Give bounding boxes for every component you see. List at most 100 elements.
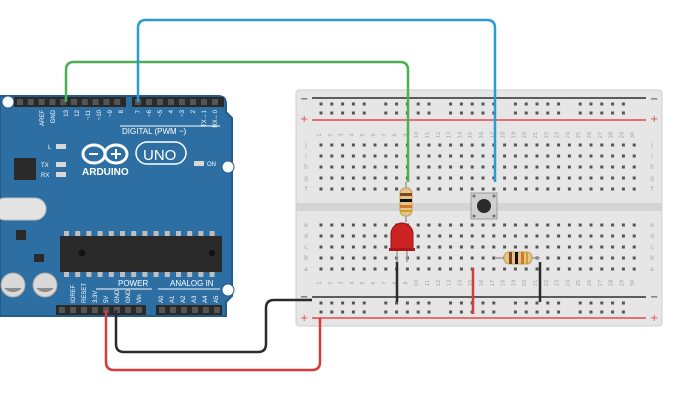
terminal-hole[interactable] xyxy=(567,143,571,147)
terminal-hole[interactable] xyxy=(470,165,474,169)
terminal-hole[interactable] xyxy=(459,176,463,180)
terminal-hole[interactable] xyxy=(373,187,377,191)
terminal-hole[interactable] xyxy=(341,256,345,260)
terminal-hole[interactable] xyxy=(341,245,345,249)
rail-hole[interactable] xyxy=(341,310,345,314)
rail-hole[interactable] xyxy=(459,102,463,106)
rail-hole[interactable] xyxy=(513,310,517,314)
terminal-hole[interactable] xyxy=(578,234,582,238)
breadboard-holes[interactable] xyxy=(319,102,636,314)
terminal-hole[interactable] xyxy=(449,154,453,158)
terminal-hole[interactable] xyxy=(416,223,420,227)
terminal-hole[interactable] xyxy=(557,256,561,260)
terminal-hole[interactable] xyxy=(513,154,517,158)
terminal-hole[interactable] xyxy=(535,234,539,238)
terminal-hole[interactable] xyxy=(384,256,388,260)
terminal-hole[interactable] xyxy=(341,187,345,191)
terminal-hole[interactable] xyxy=(567,223,571,227)
terminal-hole[interactable] xyxy=(600,256,604,260)
rail-hole[interactable] xyxy=(319,310,323,314)
rail-hole[interactable] xyxy=(416,111,420,115)
terminal-hole[interactable] xyxy=(330,187,334,191)
terminal-hole[interactable] xyxy=(459,267,463,271)
terminal-hole[interactable] xyxy=(524,154,528,158)
terminal-hole[interactable] xyxy=(427,245,431,249)
terminal-hole[interactable] xyxy=(611,187,615,191)
terminal-hole[interactable] xyxy=(373,223,377,227)
terminal-hole[interactable] xyxy=(632,256,636,260)
terminal-hole[interactable] xyxy=(503,154,507,158)
terminal-hole[interactable] xyxy=(600,223,604,227)
terminal-hole[interactable] xyxy=(589,143,593,147)
terminal-hole[interactable] xyxy=(330,223,334,227)
terminal-hole[interactable] xyxy=(513,223,517,227)
terminal-hole[interactable] xyxy=(459,223,463,227)
terminal-hole[interactable] xyxy=(373,245,377,249)
terminal-hole[interactable] xyxy=(416,176,420,180)
rail-hole[interactable] xyxy=(470,102,474,106)
terminal-hole[interactable] xyxy=(621,245,625,249)
terminal-hole[interactable] xyxy=(362,234,366,238)
terminal-hole[interactable] xyxy=(330,245,334,249)
header-pin[interactable] xyxy=(192,307,198,313)
header-pin[interactable] xyxy=(179,99,185,105)
rail-hole[interactable] xyxy=(589,102,593,106)
terminal-hole[interactable] xyxy=(416,165,420,169)
terminal-hole[interactable] xyxy=(427,267,431,271)
rail-hole[interactable] xyxy=(481,111,485,115)
terminal-hole[interactable] xyxy=(632,176,636,180)
terminal-hole[interactable] xyxy=(351,187,355,191)
terminal-hole[interactable] xyxy=(546,234,550,238)
terminal-hole[interactable] xyxy=(621,154,625,158)
terminal-hole[interactable] xyxy=(600,245,604,249)
terminal-hole[interactable] xyxy=(319,267,323,271)
terminal-hole[interactable] xyxy=(341,154,345,158)
rail-hole[interactable] xyxy=(513,111,517,115)
terminal-hole[interactable] xyxy=(341,267,345,271)
terminal-hole[interactable] xyxy=(341,234,345,238)
rail-hole[interactable] xyxy=(362,111,366,115)
terminal-hole[interactable] xyxy=(481,267,485,271)
rail-hole[interactable] xyxy=(600,111,604,115)
terminal-hole[interactable] xyxy=(492,234,496,238)
rail-hole[interactable] xyxy=(513,301,517,305)
terminal-hole[interactable] xyxy=(621,267,625,271)
terminal-hole[interactable] xyxy=(395,176,399,180)
terminal-hole[interactable] xyxy=(470,154,474,158)
header-pin[interactable] xyxy=(92,307,98,313)
terminal-hole[interactable] xyxy=(449,256,453,260)
terminal-hole[interactable] xyxy=(373,154,377,158)
terminal-hole[interactable] xyxy=(535,267,539,271)
terminal-hole[interactable] xyxy=(384,143,388,147)
rail-hole[interactable] xyxy=(362,102,366,106)
terminal-hole[interactable] xyxy=(600,187,604,191)
terminal-hole[interactable] xyxy=(481,187,485,191)
terminal-hole[interactable] xyxy=(557,245,561,249)
terminal-hole[interactable] xyxy=(449,223,453,227)
terminal-hole[interactable] xyxy=(438,234,442,238)
terminal-hole[interactable] xyxy=(513,187,517,191)
terminal-hole[interactable] xyxy=(567,187,571,191)
header-pin[interactable] xyxy=(17,99,23,105)
rail-hole[interactable] xyxy=(513,102,517,106)
terminal-hole[interactable] xyxy=(416,245,420,249)
terminal-hole[interactable] xyxy=(589,245,593,249)
rail-hole[interactable] xyxy=(524,301,528,305)
rail-hole[interactable] xyxy=(459,111,463,115)
terminal-hole[interactable] xyxy=(319,223,323,227)
rail-hole[interactable] xyxy=(427,310,431,314)
terminal-hole[interactable] xyxy=(395,143,399,147)
terminal-hole[interactable] xyxy=(330,267,334,271)
rail-hole[interactable] xyxy=(459,301,463,305)
terminal-hole[interactable] xyxy=(492,245,496,249)
terminal-hole[interactable] xyxy=(351,165,355,169)
terminal-hole[interactable] xyxy=(524,165,528,169)
rail-hole[interactable] xyxy=(351,301,355,305)
terminal-hole[interactable] xyxy=(470,223,474,227)
terminal-hole[interactable] xyxy=(362,154,366,158)
terminal-hole[interactable] xyxy=(449,176,453,180)
header-pin[interactable] xyxy=(214,307,220,313)
rail-hole[interactable] xyxy=(621,102,625,106)
header-pin[interactable] xyxy=(159,307,165,313)
terminal-hole[interactable] xyxy=(503,223,507,227)
